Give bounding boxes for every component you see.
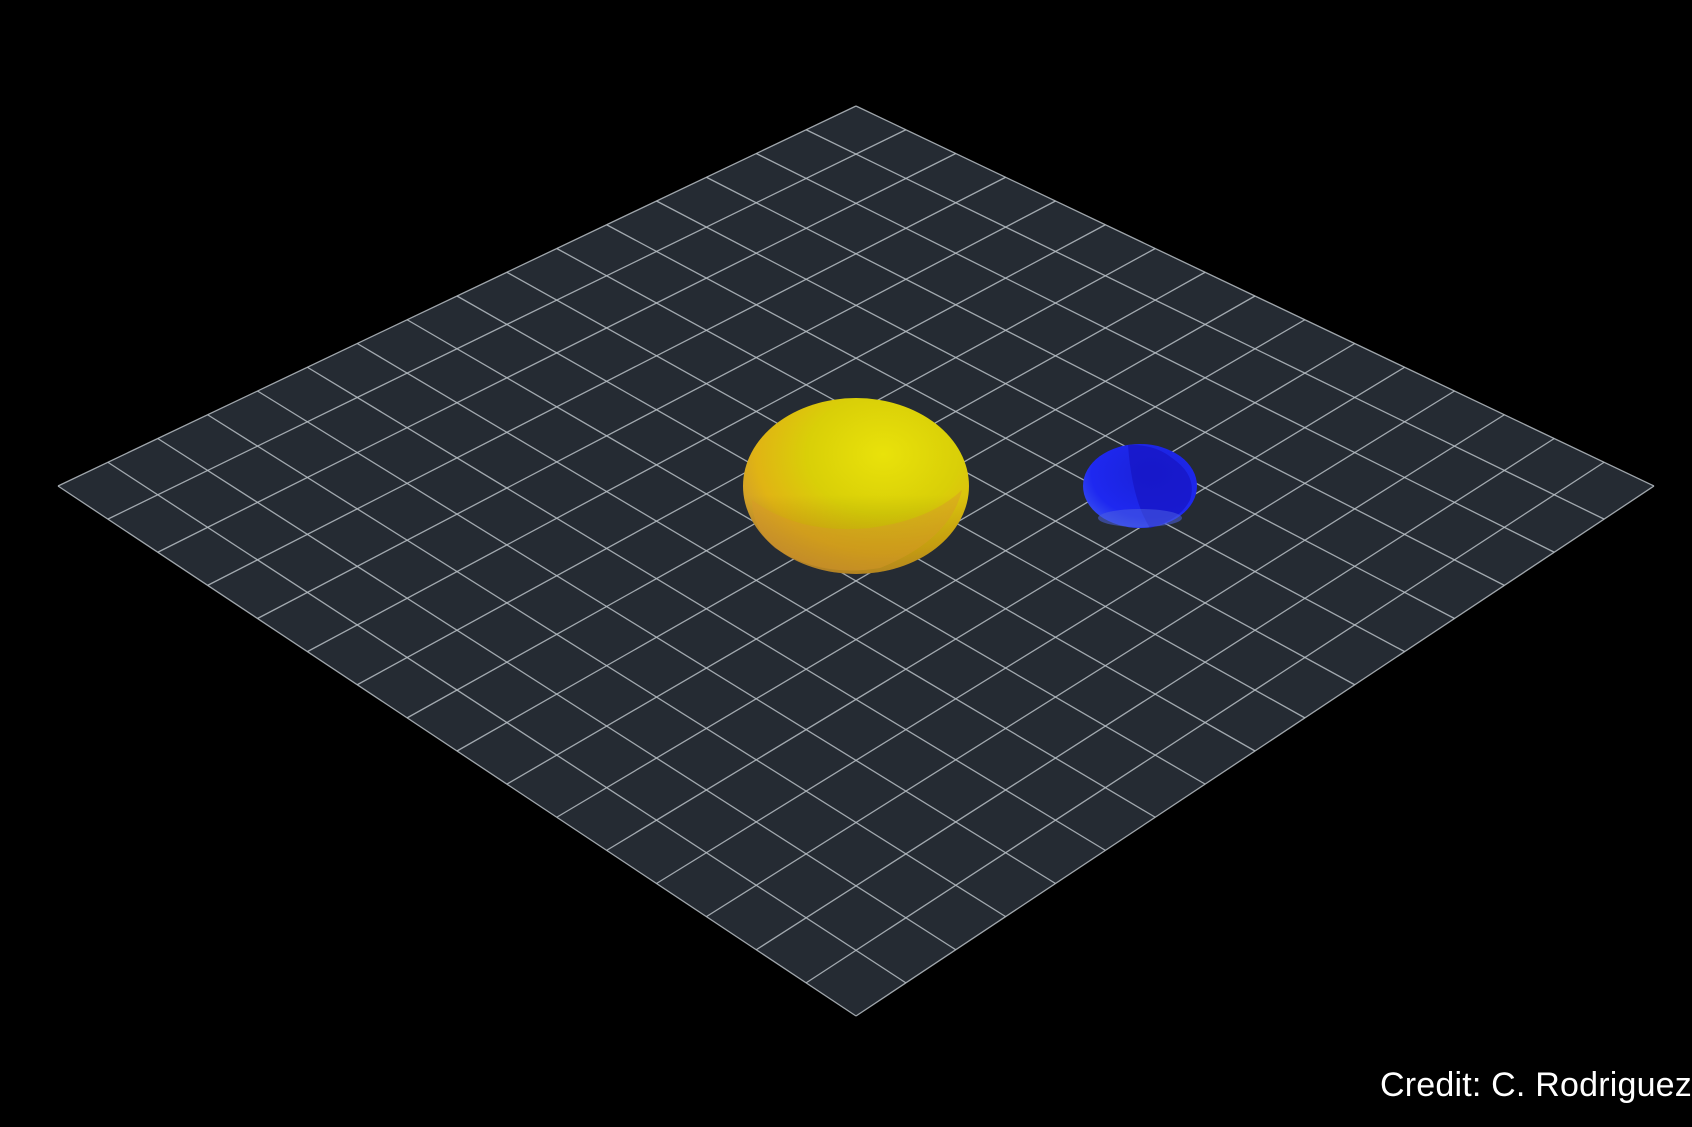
grid-line bbox=[606, 224, 1405, 653]
grid-line bbox=[606, 366, 1405, 851]
grid-line bbox=[656, 200, 1455, 620]
credit-text: Credit: C. Rodriguez bbox=[1379, 1066, 1692, 1104]
grid-line bbox=[855, 105, 1655, 487]
large-body bbox=[743, 398, 969, 574]
grid-line bbox=[706, 414, 1505, 918]
grid-line bbox=[656, 390, 1455, 885]
grid-line bbox=[706, 176, 1505, 586]
grid-line bbox=[755, 437, 1555, 951]
grid-line bbox=[805, 129, 1605, 520]
grid-line bbox=[855, 485, 1655, 1017]
grid-line bbox=[755, 152, 1555, 553]
grid-line bbox=[556, 342, 1356, 818]
small-body bbox=[1083, 444, 1197, 528]
grid-line bbox=[805, 461, 1605, 984]
